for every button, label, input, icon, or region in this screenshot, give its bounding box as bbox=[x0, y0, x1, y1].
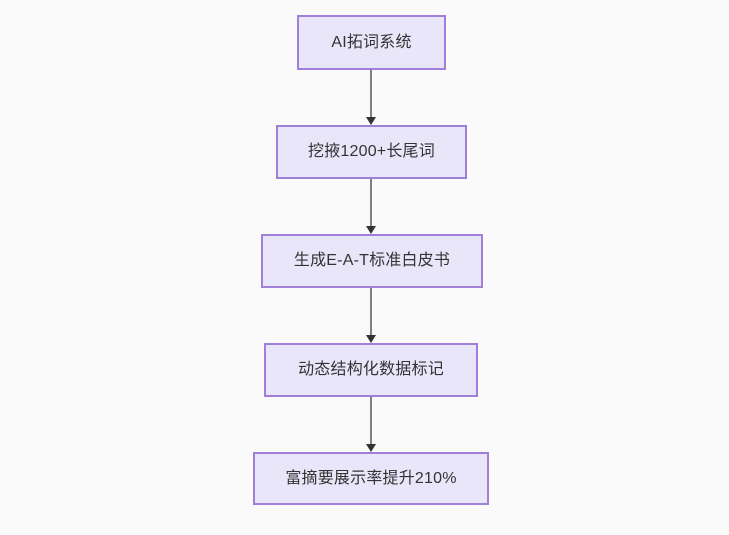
flow-node-ai-keyword-system[interactable]: AI拓词系统 bbox=[297, 15, 446, 70]
flow-node-mine-longtail-keywords[interactable]: 挖掖1200+长尾词 bbox=[276, 125, 467, 179]
edge-line bbox=[370, 397, 372, 444]
flow-node-generate-eat-whitepaper[interactable]: 生成E-A-T标准白皮书 bbox=[261, 234, 483, 288]
flow-node-label: AI拓词系统 bbox=[331, 33, 412, 51]
flow-node-label: 富摘要展示率提升210% bbox=[285, 469, 457, 487]
flow-node-label: 动态结构化数据标记 bbox=[298, 361, 444, 379]
edge-line bbox=[370, 288, 372, 335]
arrow-down-icon bbox=[366, 444, 376, 452]
arrow-down-icon bbox=[366, 226, 376, 234]
arrow-down-icon bbox=[366, 117, 376, 125]
flow-node-dynamic-structured-data[interactable]: 动态结构化数据标记 bbox=[264, 343, 478, 397]
arrow-down-icon bbox=[366, 335, 376, 343]
flow-node-label: 挖掖1200+长尾词 bbox=[308, 143, 435, 161]
flow-node-rich-snippet-result[interactable]: 富摘要展示率提升210% bbox=[253, 452, 489, 505]
edge-line bbox=[370, 179, 372, 226]
flow-node-label: 生成E-A-T标准白皮书 bbox=[293, 252, 451, 270]
edge-line bbox=[370, 70, 372, 117]
